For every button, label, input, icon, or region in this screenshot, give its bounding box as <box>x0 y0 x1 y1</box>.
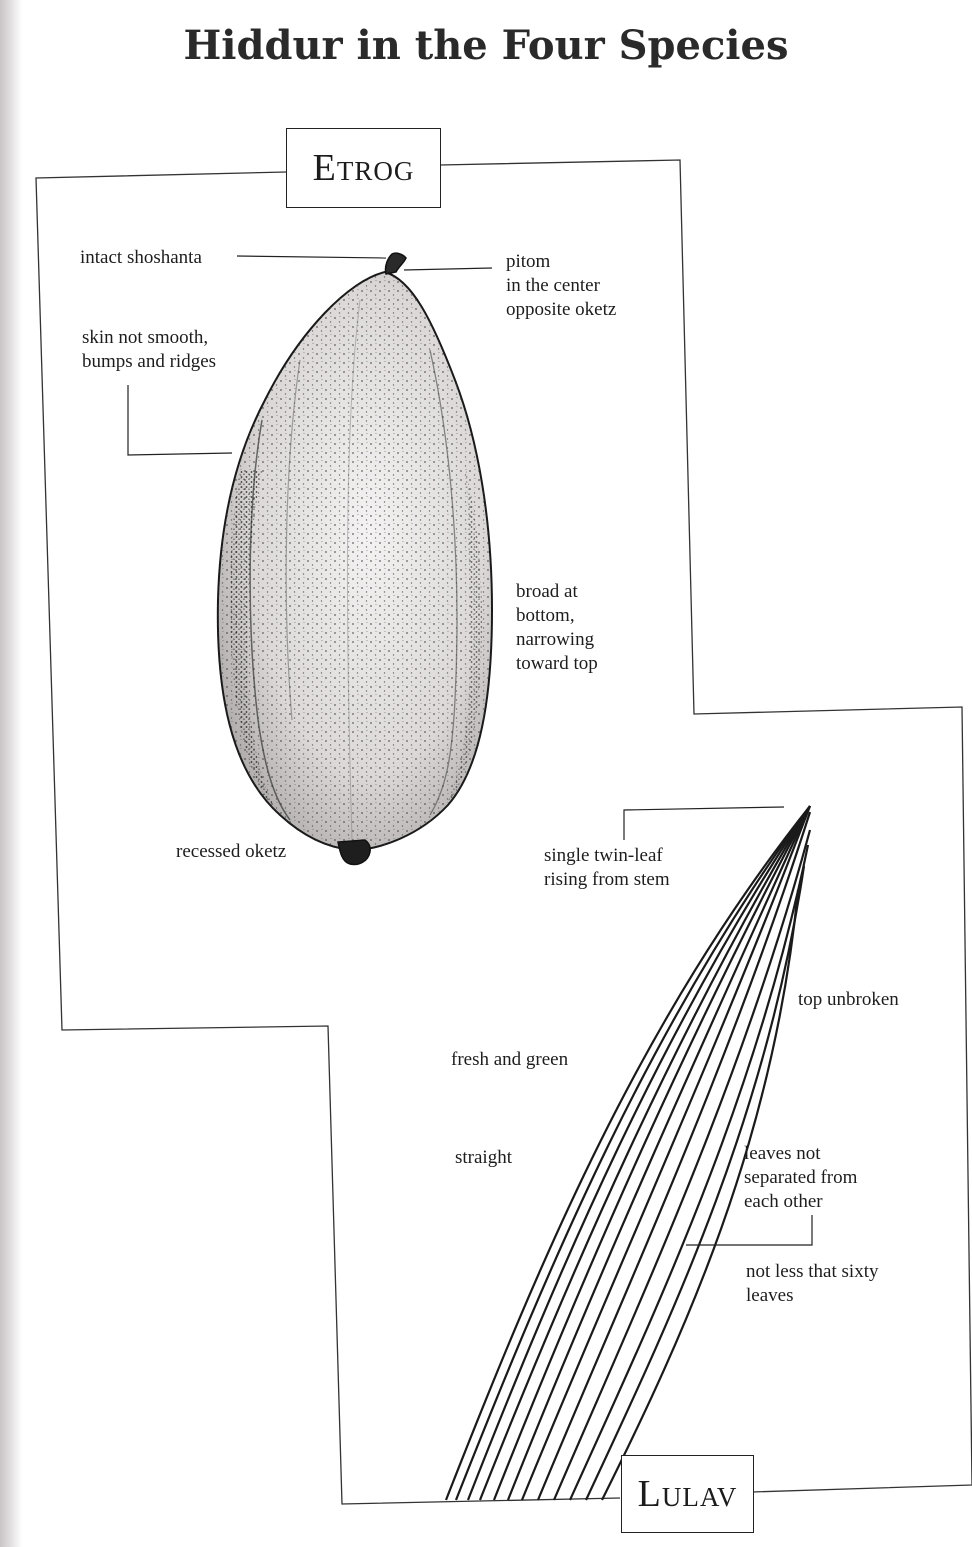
label-broad: broad at bottom, narrowing toward top <box>516 580 598 676</box>
label-sixty-leaves: not less that sixty leaves <box>746 1260 878 1308</box>
leader-twin-leaf <box>624 807 784 840</box>
label-twin-leaf: single twin-leaf rising from stem <box>544 844 670 892</box>
etrog-region-outline-right <box>440 160 972 1492</box>
label-recessed-oketz: recessed oketz <box>176 840 286 864</box>
lulav-box-label: Lulav <box>621 1455 754 1533</box>
label-leaves-not-separated: leaves not separated from each other <box>744 1142 857 1214</box>
label-pitom: pitom in the center opposite oketz <box>506 250 616 322</box>
etrog-fruit-drawing <box>218 253 492 864</box>
lulav-box-text: Lulav <box>638 1472 738 1516</box>
leader-skin <box>128 385 232 455</box>
leader-pitom <box>404 268 492 270</box>
label-straight: straight <box>455 1146 512 1170</box>
etrog-box-text: Etrog <box>313 146 415 190</box>
label-intact-shoshanta: intact shoshanta <box>80 246 202 270</box>
label-skin: skin not smooth, bumps and ridges <box>82 326 216 374</box>
etrog-box-label: Etrog <box>286 128 441 208</box>
label-top-unbroken: top unbroken <box>798 988 899 1012</box>
label-fresh-green: fresh and green <box>451 1048 568 1072</box>
leader-intact-shoshanta <box>237 256 386 258</box>
